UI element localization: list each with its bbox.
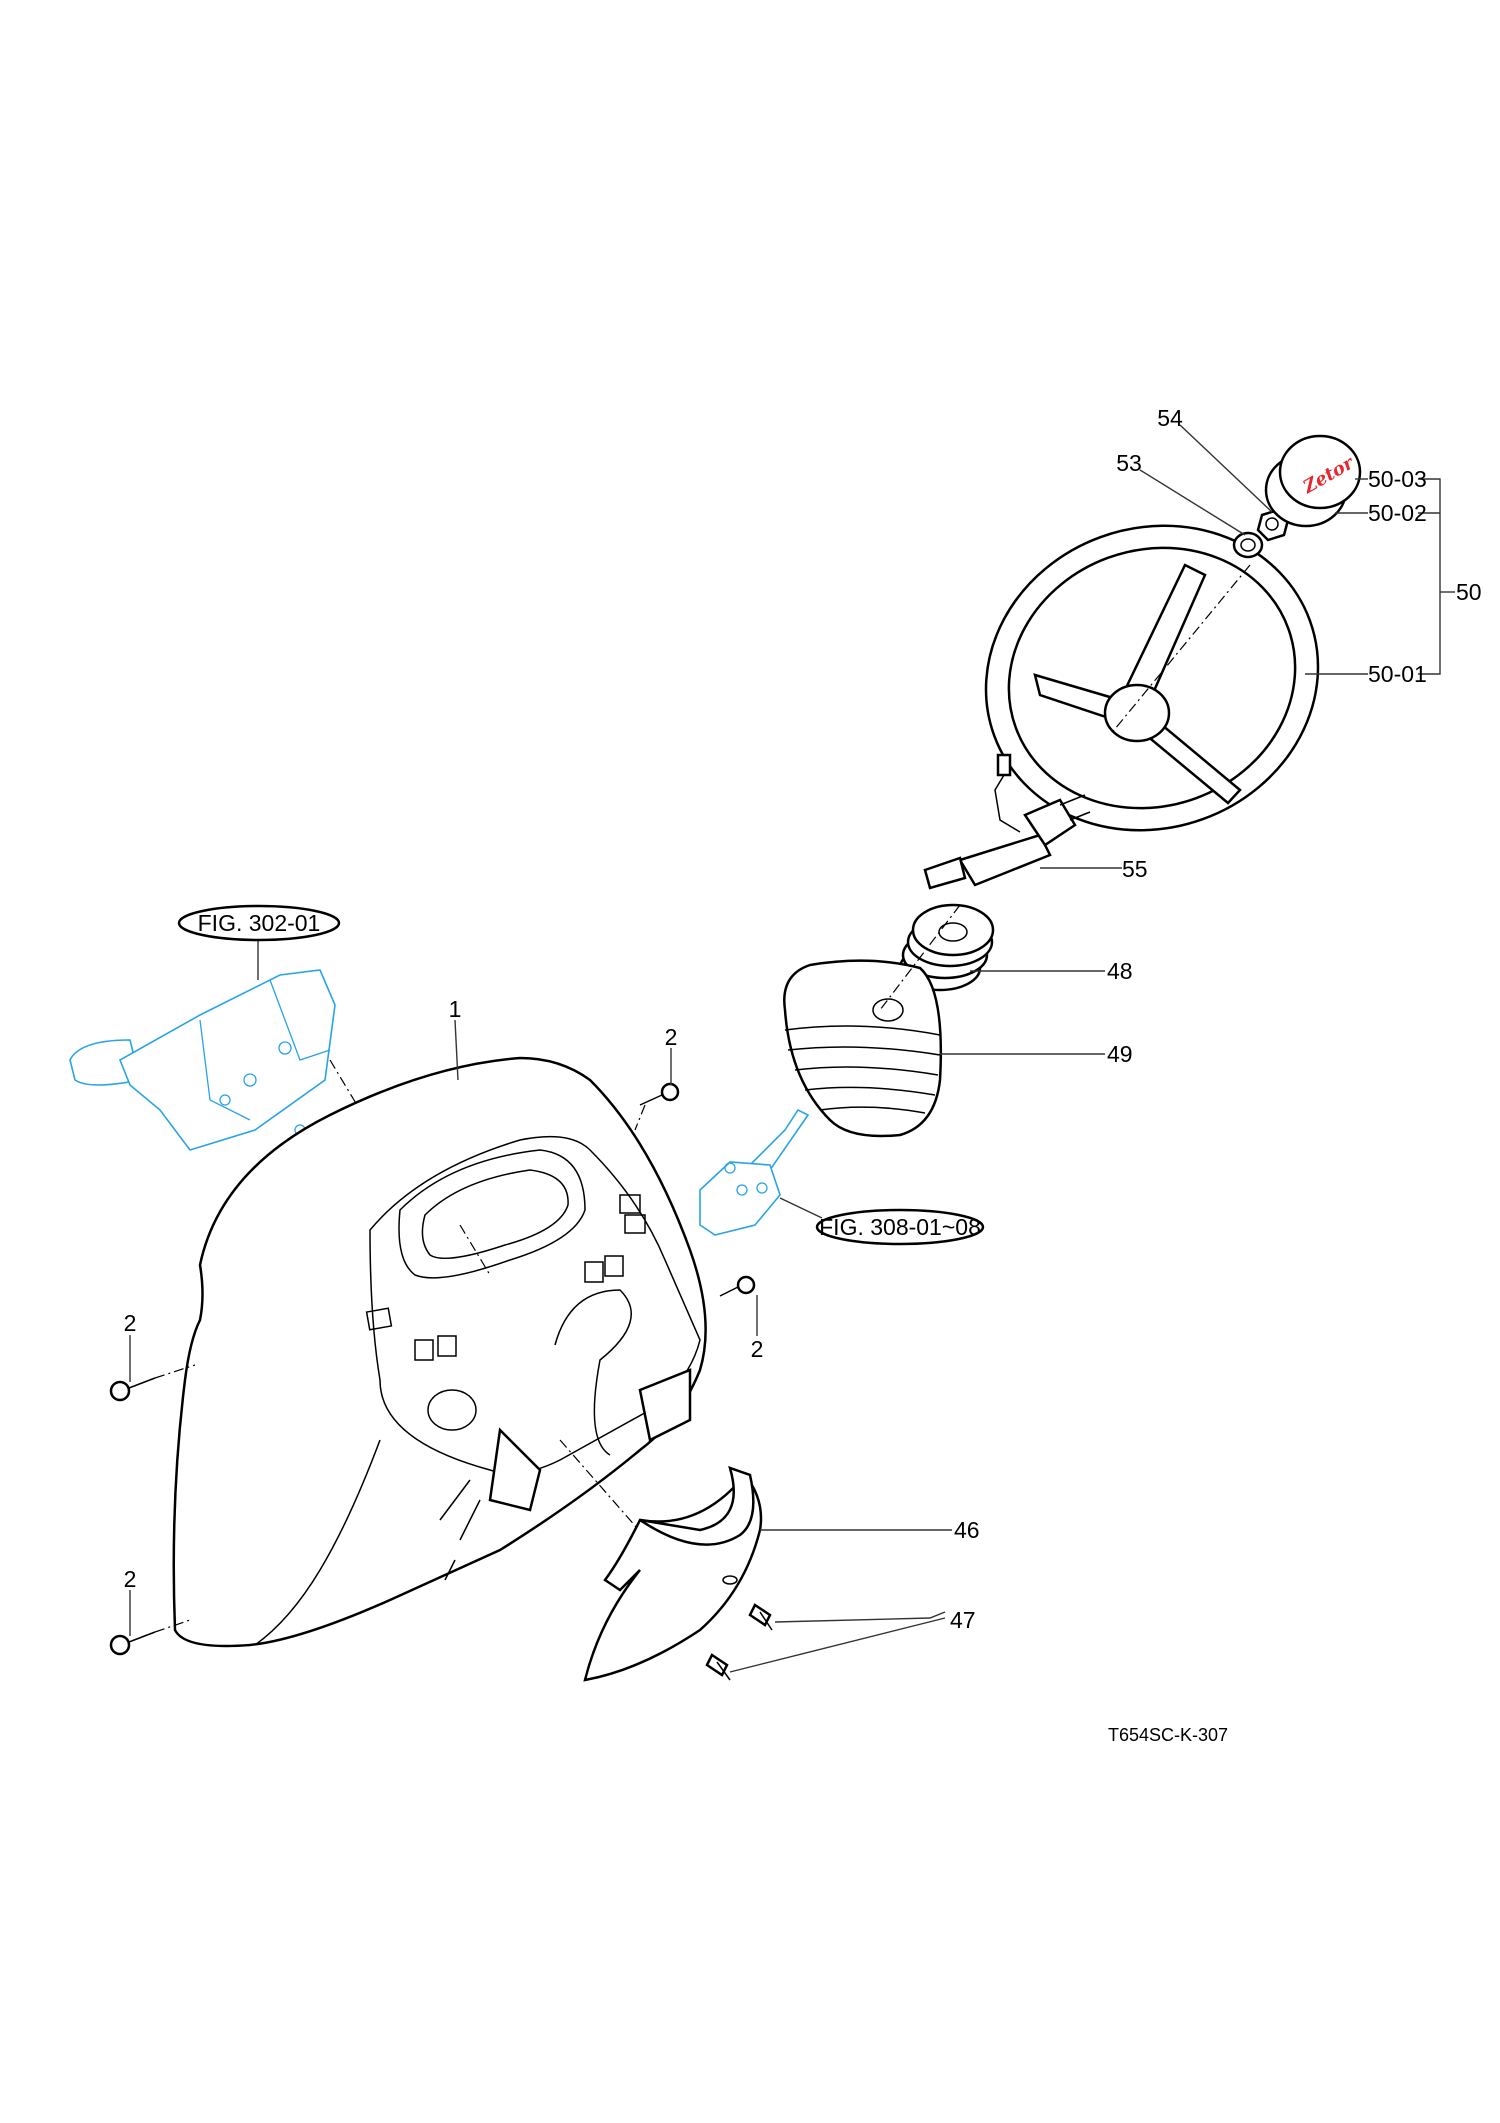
leader-lines	[129, 424, 1455, 1673]
callout-46: 46	[954, 1517, 980, 1543]
callout-2-left-lower: 2	[124, 1566, 137, 1592]
callout-48: 48	[1107, 958, 1133, 984]
callout-2-left-upper: 2	[124, 1310, 137, 1336]
callout-54: 54	[1157, 405, 1183, 431]
steering-boot	[783, 959, 943, 1138]
callout-55: 55	[1122, 856, 1148, 882]
callout-2-right: 2	[751, 1336, 764, 1362]
steering-bushing	[898, 903, 995, 992]
screw	[705, 1603, 773, 1681]
callout-50: 50	[1456, 579, 1482, 605]
callout-47: 47	[950, 1607, 976, 1633]
fig-308-01-08-reference[interactable]: FIG. 308-01~08	[815, 1208, 985, 1246]
dashboard-cover	[172, 1056, 707, 1648]
bolt	[109, 1082, 756, 1656]
drawing-code: T654SC-K-307	[1108, 1725, 1228, 1745]
callout-50-03: 50-03	[1368, 466, 1427, 492]
callout-2-top: 2	[665, 1024, 678, 1050]
washer	[1232, 531, 1264, 559]
callout-1: 1	[449, 996, 462, 1022]
callout-50-02: 50-02	[1368, 500, 1427, 526]
svg-text:FIG. 308-01~08: FIG. 308-01~08	[819, 1214, 981, 1240]
callout-49: 49	[1107, 1041, 1133, 1067]
horn-cap: Zetor	[1264, 434, 1362, 528]
steering-column-unit-reference	[699, 1108, 810, 1236]
fig-302-01-reference[interactable]: FIG. 302-01	[177, 904, 341, 942]
combination-switch	[923, 753, 1091, 890]
steering-wheel	[984, 524, 1320, 832]
callout-50-01: 50-01	[1368, 661, 1427, 687]
steering-bracket-reference	[69, 969, 336, 1151]
lower-column-cover	[583, 1466, 763, 1682]
callout-53: 53	[1116, 450, 1142, 476]
svg-text:FIG. 302-01: FIG. 302-01	[198, 910, 321, 936]
